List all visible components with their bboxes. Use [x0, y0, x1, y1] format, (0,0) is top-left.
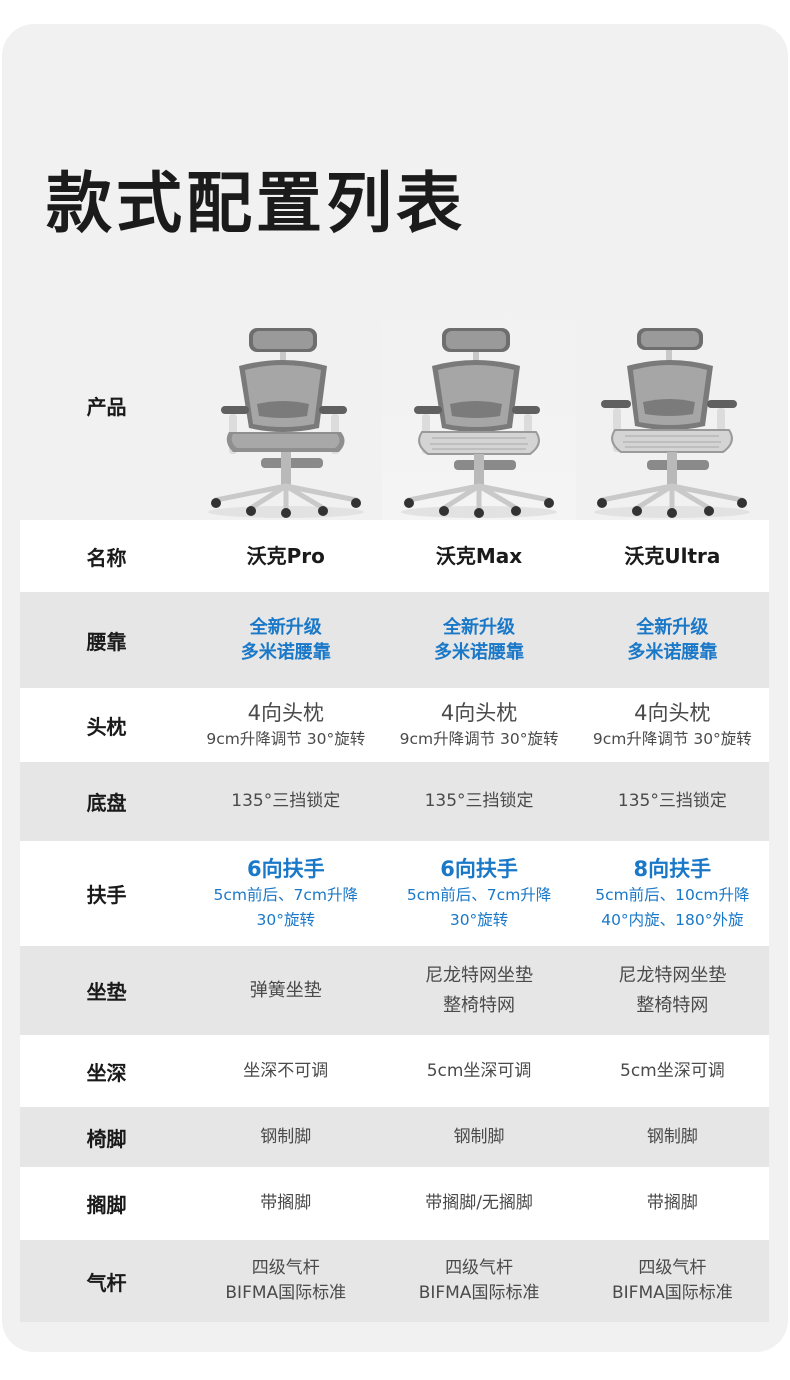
- cell-headrest-pro: 4向头枕 9cm升降调节 30°旋转: [206, 701, 366, 748]
- cell-legs-ultra: 钢制脚: [646, 1126, 698, 1147]
- cell-gas-ultra: 四级气杆 BIFMA国际标准: [611, 1258, 733, 1303]
- row-label: 扶手: [86, 883, 127, 907]
- row-cushion: 坐垫 弹簧坐垫 尼龙特网坐垫 整椅特网 尼龙特网坐垫 整椅特网: [20, 946, 769, 1035]
- row-headrest: 头枕 4向头枕 9cm升降调节 30°旋转 4向头枕 9cm升降调节 30°旋转…: [20, 688, 769, 762]
- row-legs: 椅脚 钢制脚 钢制脚 钢制脚: [20, 1107, 769, 1167]
- cell-armrest-ultra: 8向扶手 5cm前后、10cm升降 40°内旋、180°外旋: [595, 856, 750, 929]
- cell-lumbar-max: 全新升级 多米诺腰靠: [434, 617, 525, 663]
- cell-chassis-ultra: 135°三挡锁定: [617, 791, 727, 811]
- cell-name-ultra: 沃克Ultra: [624, 543, 721, 568]
- cell-armrest-max: 6向扶手 5cm前后、7cm升降 30°旋转: [406, 856, 552, 929]
- spec-table: 产品: [20, 290, 769, 1322]
- cell-cushion-pro: 弹簧坐垫: [249, 979, 322, 1001]
- row-label: 气杆: [86, 1270, 127, 1295]
- row-label: 坐深: [86, 1060, 127, 1085]
- row-seat-depth: 坐深 坐深不可调 5cm坐深可调 5cm坐深可调: [20, 1035, 769, 1107]
- cell-headrest-max: 4向头枕 9cm升降调节 30°旋转: [399, 701, 559, 748]
- row-label: 底盘: [86, 791, 127, 815]
- cell-legs-max: 钢制脚: [453, 1126, 505, 1147]
- product-image-max: [382, 290, 576, 520]
- row-armrest: 扶手 6向扶手 5cm前后、7cm升降 30°旋转 6向扶手 5cm前后、7cm…: [20, 841, 769, 946]
- row-label: 头枕: [86, 714, 127, 739]
- row-footrest: 搁脚 带搁脚 带搁脚/无搁脚 带搁脚: [20, 1167, 769, 1240]
- cell-lumbar-pro: 全新升级 多米诺腰靠: [240, 617, 331, 663]
- cell-chassis-max: 135°三挡锁定: [424, 791, 534, 811]
- row-lumbar: 腰靠 全新升级 多米诺腰靠 全新升级 多米诺腰靠 全新升级 多米诺腰靠: [20, 592, 769, 688]
- cell-depth-ultra: 5cm坐深可调: [620, 1060, 725, 1081]
- row-label: 椅脚: [86, 1126, 127, 1151]
- row-label: 产品: [86, 394, 127, 419]
- cell-legs-pro: 钢制脚: [260, 1126, 312, 1147]
- chair-image: [594, 328, 751, 518]
- cell-gas-pro: 四级气杆 BIFMA国际标准: [225, 1258, 347, 1303]
- cell-depth-pro: 坐深不可调: [243, 1060, 329, 1081]
- cell-chassis-pro: 135°三挡锁定: [231, 791, 341, 811]
- cell-headrest-ultra: 4向头枕 9cm升降调节 30°旋转: [592, 701, 752, 748]
- cell-footrest-pro: 带搁脚: [260, 1193, 312, 1213]
- product-image-pro: [189, 290, 382, 520]
- row-gas-lift: 气杆 四级气杆 BIFMA国际标准 四级气杆 BIFMA国际标准 四级气杆 BI…: [20, 1240, 769, 1322]
- cell-footrest-max: 带搁脚/无搁脚: [425, 1193, 533, 1213]
- cell-cushion-ultra: 尼龙特网坐垫 整椅特网: [618, 964, 727, 1016]
- page-title: 款式配置列表: [46, 165, 466, 242]
- cell-depth-max: 5cm坐深可调: [426, 1060, 532, 1081]
- cell-gas-max: 四级气杆 BIFMA国际标准: [418, 1258, 540, 1303]
- row-label: 坐垫: [86, 980, 127, 1004]
- cell-lumbar-ultra: 全新升级 多米诺腰靠: [627, 617, 718, 663]
- cell-footrest-ultra: 带搁脚: [646, 1193, 698, 1213]
- cell-name-pro: 沃克Pro: [246, 543, 325, 568]
- row-label: 腰靠: [86, 629, 127, 654]
- cell-name-max: 沃克Max: [435, 543, 523, 568]
- row-product: 产品: [20, 290, 769, 520]
- row-label: 名称: [86, 545, 127, 570]
- cell-armrest-pro: 6向扶手 5cm前后、7cm升降 30°旋转: [213, 856, 358, 929]
- chair-image: [401, 328, 558, 518]
- chair-image: [207, 328, 364, 518]
- row-label: 搁脚: [86, 1193, 127, 1217]
- product-image-ultra: [576, 290, 769, 520]
- row-name: 名称 沃克Pro 沃克Max 沃克Ultra: [20, 520, 769, 592]
- row-chassis: 底盘 135°三挡锁定 135°三挡锁定 135°三挡锁定: [20, 762, 769, 841]
- cell-cushion-max: 尼龙特网坐垫 整椅特网: [425, 964, 534, 1016]
